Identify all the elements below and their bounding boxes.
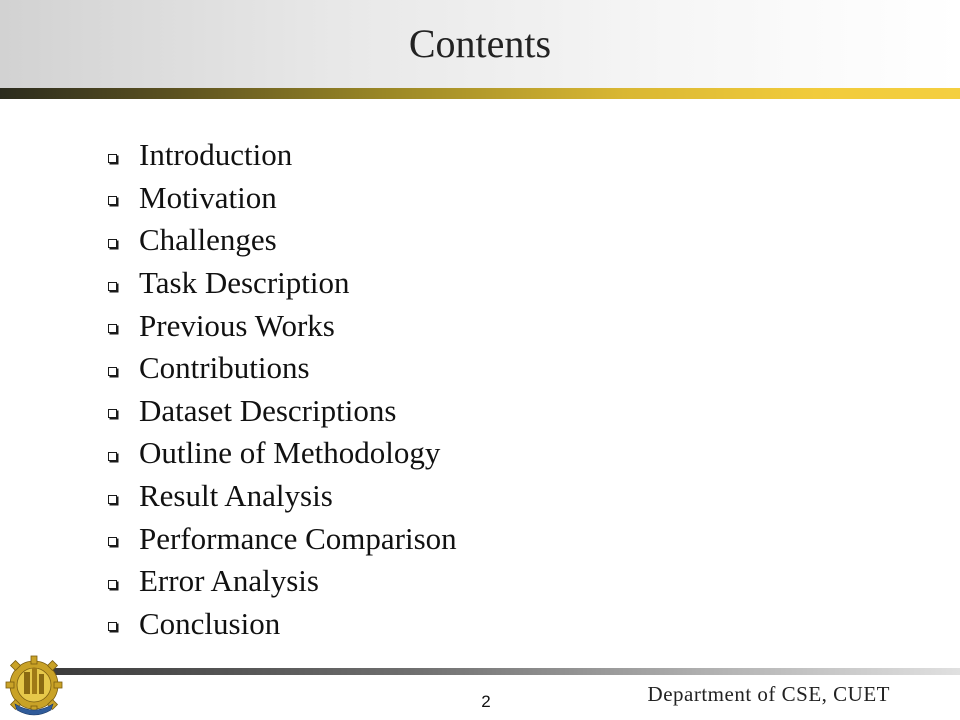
hollow-square-bullet-icon — [108, 238, 117, 248]
hollow-square-bullet-icon — [108, 622, 117, 632]
hollow-square-bullet-icon — [108, 366, 117, 376]
list-item-label: Result Analysis — [139, 478, 333, 514]
list-item: Conclusion — [108, 603, 457, 646]
footer-divider — [40, 668, 960, 675]
list-item-label: Conclusion — [139, 605, 281, 641]
list-item-label: Performance Comparison — [139, 520, 457, 556]
list-item: Introduction — [108, 134, 457, 177]
page-number: 2 — [481, 692, 491, 711]
hollow-square-bullet-icon — [108, 196, 117, 206]
title-band — [0, 0, 960, 88]
hollow-square-bullet-icon — [108, 537, 117, 547]
list-item-label: Motivation — [139, 179, 277, 215]
hollow-square-bullet-icon — [108, 451, 117, 461]
list-item: Task Description — [108, 262, 457, 305]
list-item: Result Analysis — [108, 475, 457, 518]
footer-department: Department of CSE, CUET — [647, 682, 890, 706]
hollow-square-bullet-icon — [108, 494, 117, 504]
hollow-square-bullet-icon — [108, 324, 117, 334]
list-item: Performance Comparison — [108, 517, 457, 560]
hollow-square-bullet-icon — [108, 409, 117, 419]
hollow-square-bullet-icon — [108, 281, 117, 291]
contents-list: Introduction Motivation Challenges Task … — [108, 134, 457, 645]
list-item: Contributions — [108, 347, 457, 390]
slide-title: Contents — [408, 21, 552, 66]
list-item: Previous Works — [108, 304, 457, 347]
list-item-label: Dataset Descriptions — [139, 392, 397, 428]
hollow-square-bullet-icon — [108, 579, 117, 589]
list-item: Motivation — [108, 177, 457, 220]
list-item-label: Previous Works — [139, 307, 335, 343]
list-item-label: Error Analysis — [139, 563, 319, 599]
title-divider — [0, 88, 960, 99]
cuet-logo-icon — [5, 655, 63, 716]
list-item: Challenges — [108, 219, 457, 262]
hollow-square-bullet-icon — [108, 153, 117, 163]
list-item-label: Outline of Methodology — [139, 435, 441, 471]
list-item: Error Analysis — [108, 560, 457, 603]
list-item: Outline of Methodology — [108, 432, 457, 475]
list-item-label: Task Description — [139, 265, 350, 301]
list-item-label: Challenges — [139, 222, 277, 258]
list-item-label: Contributions — [139, 350, 310, 386]
list-item-label: Introduction — [139, 137, 293, 173]
list-item: Dataset Descriptions — [108, 390, 457, 433]
